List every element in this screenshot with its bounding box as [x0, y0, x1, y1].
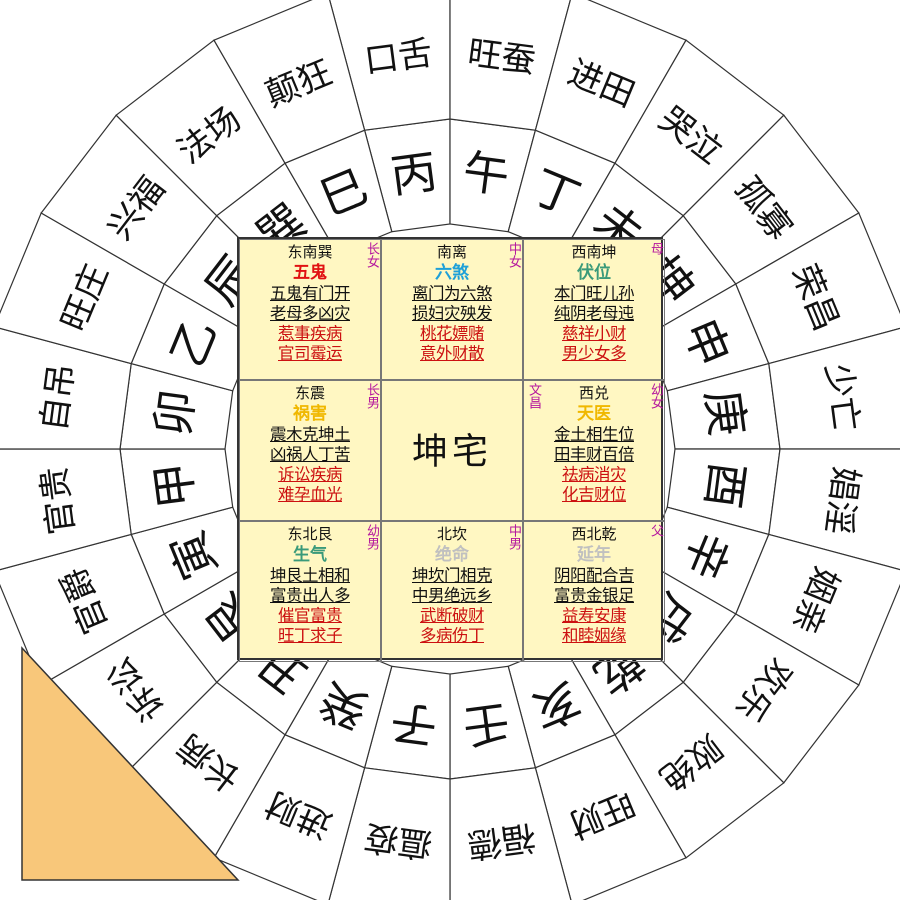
palace-direction: 东北艮 [287, 525, 333, 543]
family-member: 长男 [364, 383, 379, 409]
family-member: 母 [648, 242, 663, 255]
corner-triangle [21, 646, 240, 881]
mountain-label: 子 [387, 694, 440, 754]
house-title: 坤宅 [411, 430, 492, 472]
palace-direction: 西兑 [578, 384, 609, 402]
verse-line: 阴阳配合吉 [554, 566, 635, 585]
verse-line: 富贵金银足 [554, 586, 635, 605]
palace-cell-east: 东震祸害震木克坤土凶祸人丁苦诉讼疾病难孕血光 长男 [239, 380, 381, 521]
star-name: 伏位 [577, 263, 611, 283]
verse-line: 田丰财百倍 [554, 445, 635, 464]
outer-star-label: 自吊 [34, 361, 83, 434]
palace-direction: 东南巽 [287, 243, 333, 261]
palace-cell-west: 西兑天医金土相生位田丰财百倍祛病消灾化吉财位 幼女 文昌 [523, 380, 665, 521]
palace-cell-southeast: 东南巽五鬼五鬼有门开老母多凶灾惹事疾病官司霉运 长女 [239, 239, 381, 380]
outer-ring-sector [768, 327, 900, 450]
outer-star-label: 少亡 [817, 361, 866, 434]
verse-line: 坤艮土相和 [270, 566, 351, 585]
verse-line: 损妇灾殃发 [412, 304, 493, 323]
effect-line: 诉讼疾病 [278, 465, 343, 484]
mountain-label: 甲 [145, 459, 205, 512]
outer-star-label: 福德 [465, 816, 538, 865]
verse-line: 凶祸人丁苦 [270, 445, 351, 464]
palace-cell-north: 北坎绝命坤坎门相克中男绝远乡武断破财多病伤丁 中男 [381, 521, 523, 662]
mountain-label: 酉 [695, 459, 755, 512]
family-member: 父 [648, 524, 663, 537]
effect-line: 男少女多 [562, 344, 627, 363]
palace-cell-northeast: 东北艮生气坤艮土相和富贵出人多催官富贵旺丁求子 幼男 [239, 521, 381, 662]
outer-star-label: 官贵 [34, 464, 83, 537]
palace-cell-center: 坤宅 [381, 380, 523, 521]
outer-ring-sector [449, 767, 572, 900]
outer-ring-sector [534, 734, 687, 900]
effect-line: 难孕血光 [278, 485, 343, 504]
effect-line: 催官富贵 [278, 606, 343, 625]
outer-ring-sector [0, 448, 132, 571]
family-member: 长女 [364, 242, 379, 268]
verse-line: 坤坎门相克 [412, 566, 493, 585]
palace-direction: 北坎 [436, 525, 467, 543]
palace-direction: 东震 [294, 384, 325, 402]
star-name: 祸害 [293, 404, 327, 424]
family-member: 中女 [506, 242, 521, 268]
mountain-label: 午 [460, 144, 513, 204]
star-name: 生气 [293, 545, 327, 565]
outer-ring-sector [213, 0, 366, 164]
verse-line: 纯阴老母迍 [554, 304, 635, 323]
outer-ring-sector [735, 212, 900, 365]
verse-line: 金土相生位 [554, 425, 635, 444]
effect-line: 旺丁求子 [278, 626, 343, 645]
family-member: 中男 [506, 524, 521, 550]
mountain-label: 庚 [695, 386, 755, 439]
verse-line: 富贵出人多 [270, 586, 351, 605]
outer-star-label: 娼淫 [817, 464, 866, 537]
star-name: 延年 [577, 545, 611, 565]
effect-line: 意外财散 [420, 344, 485, 363]
effect-line: 化吉财位 [562, 485, 627, 504]
mountain-label: 卯 [145, 386, 205, 439]
palace-cell-south: 南离六煞离门为六煞损妇灾殃发桃花嫖赌意外财散 中女 [381, 239, 523, 380]
verse-line: 中男绝远乡 [412, 586, 493, 605]
verse-line: 离门为六煞 [412, 284, 493, 303]
effect-line: 和睦姻缘 [562, 626, 627, 645]
effect-line: 桃花嫖赌 [420, 324, 485, 343]
outer-ring-sector [0, 327, 132, 450]
verse-line: 本门旺儿孙 [554, 284, 635, 303]
star-name: 绝命 [435, 545, 469, 565]
palace-direction: 西南坤 [571, 243, 617, 261]
star-name: 六煞 [435, 263, 469, 283]
verse-line: 老母多凶灾 [270, 304, 351, 323]
effect-line: 武断破财 [420, 606, 485, 625]
palace-direction: 南离 [436, 243, 467, 261]
star-name: 天医 [577, 404, 611, 424]
outer-ring-sector [328, 767, 451, 900]
mountain-label: 壬 [460, 694, 513, 754]
wenchang-label: 文昌 [526, 383, 541, 409]
effect-line: 惹事疾病 [278, 324, 343, 343]
verse-line: 震木克坤土 [270, 425, 351, 444]
family-member: 幼女 [648, 383, 663, 409]
outer-star-label: 瘟疫 [362, 816, 435, 865]
outer-ring-sector [449, 0, 571, 131]
effect-line: 慈祥小财 [562, 324, 627, 343]
mountain-label: 丙 [387, 144, 440, 204]
outer-star-label: 旺蚕 [465, 33, 538, 82]
family-member: 幼男 [364, 524, 379, 550]
effect-line: 益寿安康 [562, 606, 627, 625]
star-name: 五鬼 [293, 263, 327, 283]
effect-line: 多病伤丁 [420, 626, 485, 645]
palace-direction: 西北乾 [571, 525, 617, 543]
palace-cell-southwest: 西南坤伏位本门旺儿孙纯阴老母迍慈祥小财男少女多 母 [523, 239, 665, 380]
outer-star-label: 口舌 [362, 33, 435, 82]
eight-mansions-grid: 东南巽五鬼五鬼有门开老母多凶灾惹事疾病官司霉运 长女 南离六煞离门为六煞损妇灾殃发… [237, 237, 665, 662]
palace-cell-northwest: 西北乾延年阴阳配合吉富贵金银足益寿安康和睦姻缘 父 [523, 521, 665, 662]
effect-line: 官司霉运 [278, 344, 343, 363]
effect-line: 祛病消灾 [562, 465, 627, 484]
outer-ring-sector [0, 533, 165, 686]
outer-ring-sector [768, 448, 900, 571]
verse-line: 五鬼有门开 [270, 284, 351, 303]
